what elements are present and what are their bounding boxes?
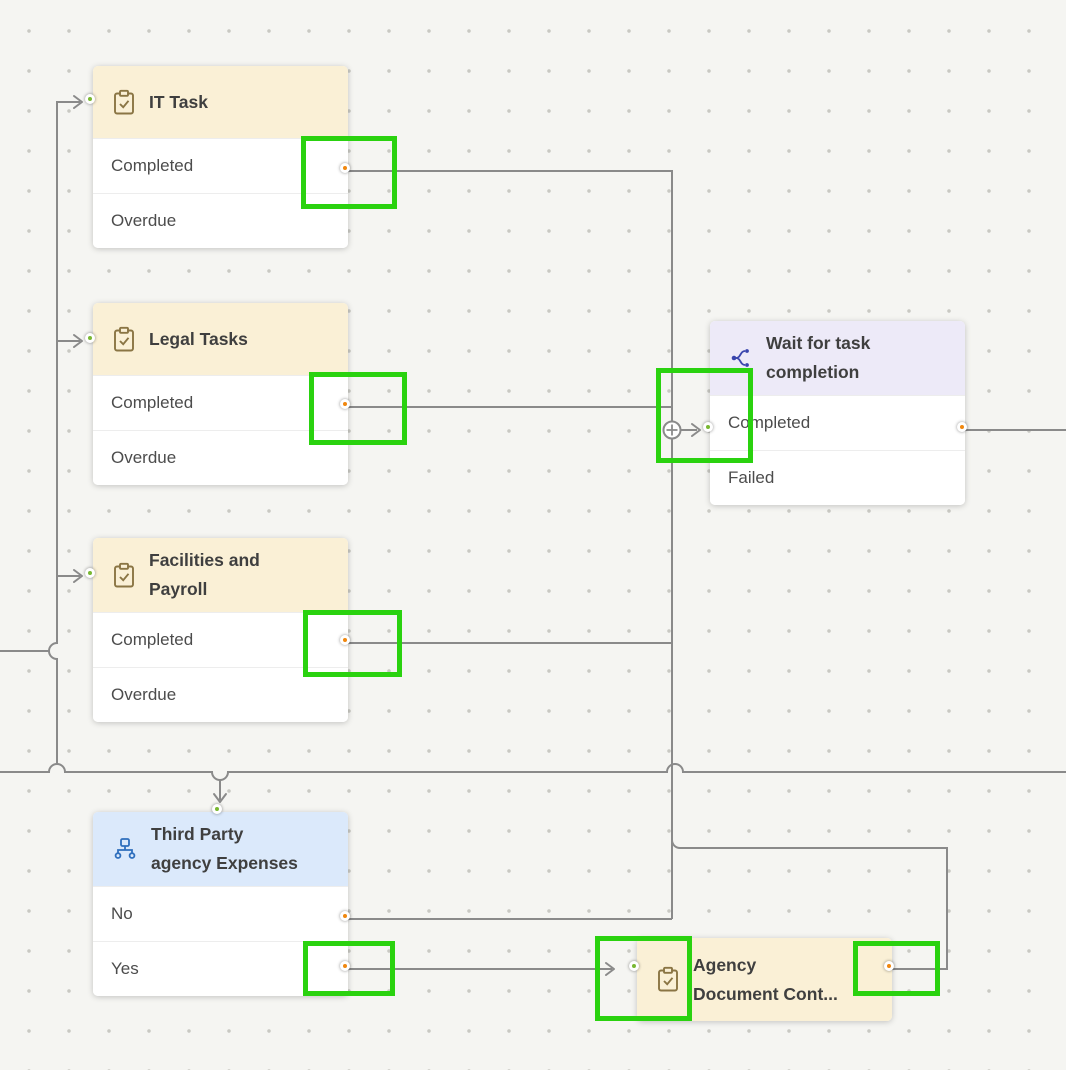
connector-it-completed	[348, 170, 673, 421]
node-legal-tasks[interactable]: Legal Tasks Completed Overdue	[93, 303, 348, 485]
node-header[interactable]: Agency Document Cont...	[637, 938, 892, 1021]
arrowhead-it-input	[73, 95, 83, 109]
output-row-overdue[interactable]: Overdue	[93, 430, 348, 485]
connector-left-trunk	[48, 101, 80, 764]
node-header[interactable]: Third Party agency Expenses	[93, 812, 348, 886]
agency-output-port[interactable]	[884, 961, 894, 971]
agency-input-port[interactable]	[629, 961, 639, 971]
it-task-completed-output-port[interactable]	[340, 163, 350, 173]
highlight-box-legal-output	[309, 372, 407, 445]
node-title: Facilities and Payroll	[149, 550, 260, 599]
task-checklist-icon	[112, 89, 136, 116]
connector-main-horizontal	[0, 763, 1066, 781]
node-header[interactable]: Legal Tasks	[93, 303, 348, 375]
decision-branch-icon	[112, 837, 138, 861]
task-checklist-icon	[112, 562, 136, 589]
branch-merge-icon	[729, 346, 753, 370]
third-party-no-output-port[interactable]	[340, 911, 350, 921]
it-task-input-port[interactable]	[85, 94, 95, 104]
facilities-input-port[interactable]	[85, 568, 95, 578]
node-title: Third Party agency Expenses	[151, 824, 298, 873]
node-agency-document-control[interactable]: Agency Document Cont...	[637, 938, 892, 1021]
output-row-overdue[interactable]: Overdue	[93, 667, 348, 722]
output-row-no[interactable]: No	[93, 886, 348, 941]
node-title: IT Task	[149, 91, 209, 112]
merge-junction	[662, 420, 682, 440]
wait-completed-output-port[interactable]	[957, 422, 967, 432]
highlight-box-facilities-output	[303, 610, 402, 677]
legal-tasks-completed-output-port[interactable]	[340, 399, 350, 409]
node-title: Agency Document Cont...	[693, 954, 838, 1004]
arrowhead-third-party-input	[213, 793, 227, 803]
highlight-box-agency-input	[595, 936, 692, 1021]
node-header[interactable]: Facilities and Payroll	[93, 538, 348, 612]
node-it-task[interactable]: IT Task Completed Overdue	[93, 66, 348, 248]
arrowhead-wait-input	[691, 423, 701, 437]
facilities-completed-output-port[interactable]	[340, 635, 350, 645]
highlight-box-agency-output	[853, 941, 940, 996]
arrowhead-agency-input	[605, 962, 615, 976]
task-checklist-icon	[656, 966, 680, 993]
arrowhead-legal-input	[73, 334, 83, 348]
wait-input-port[interactable]	[703, 422, 713, 432]
legal-tasks-input-port[interactable]	[85, 333, 95, 343]
third-party-yes-output-port[interactable]	[340, 961, 350, 971]
highlight-box-wait-input	[656, 368, 753, 463]
node-title: Wait for task completion	[766, 333, 871, 382]
highlight-box-yes-output	[303, 941, 395, 996]
connector-agency-loopback	[671, 839, 948, 970]
highlight-box-it-output	[301, 136, 397, 209]
node-header[interactable]: IT Task	[93, 66, 348, 138]
node-title: Legal Tasks	[149, 328, 248, 349]
task-checklist-icon	[112, 326, 136, 353]
third-party-input-port[interactable]	[212, 804, 222, 814]
output-row-completed[interactable]: Completed	[93, 375, 348, 430]
arrowhead-facilities-input	[73, 569, 83, 583]
